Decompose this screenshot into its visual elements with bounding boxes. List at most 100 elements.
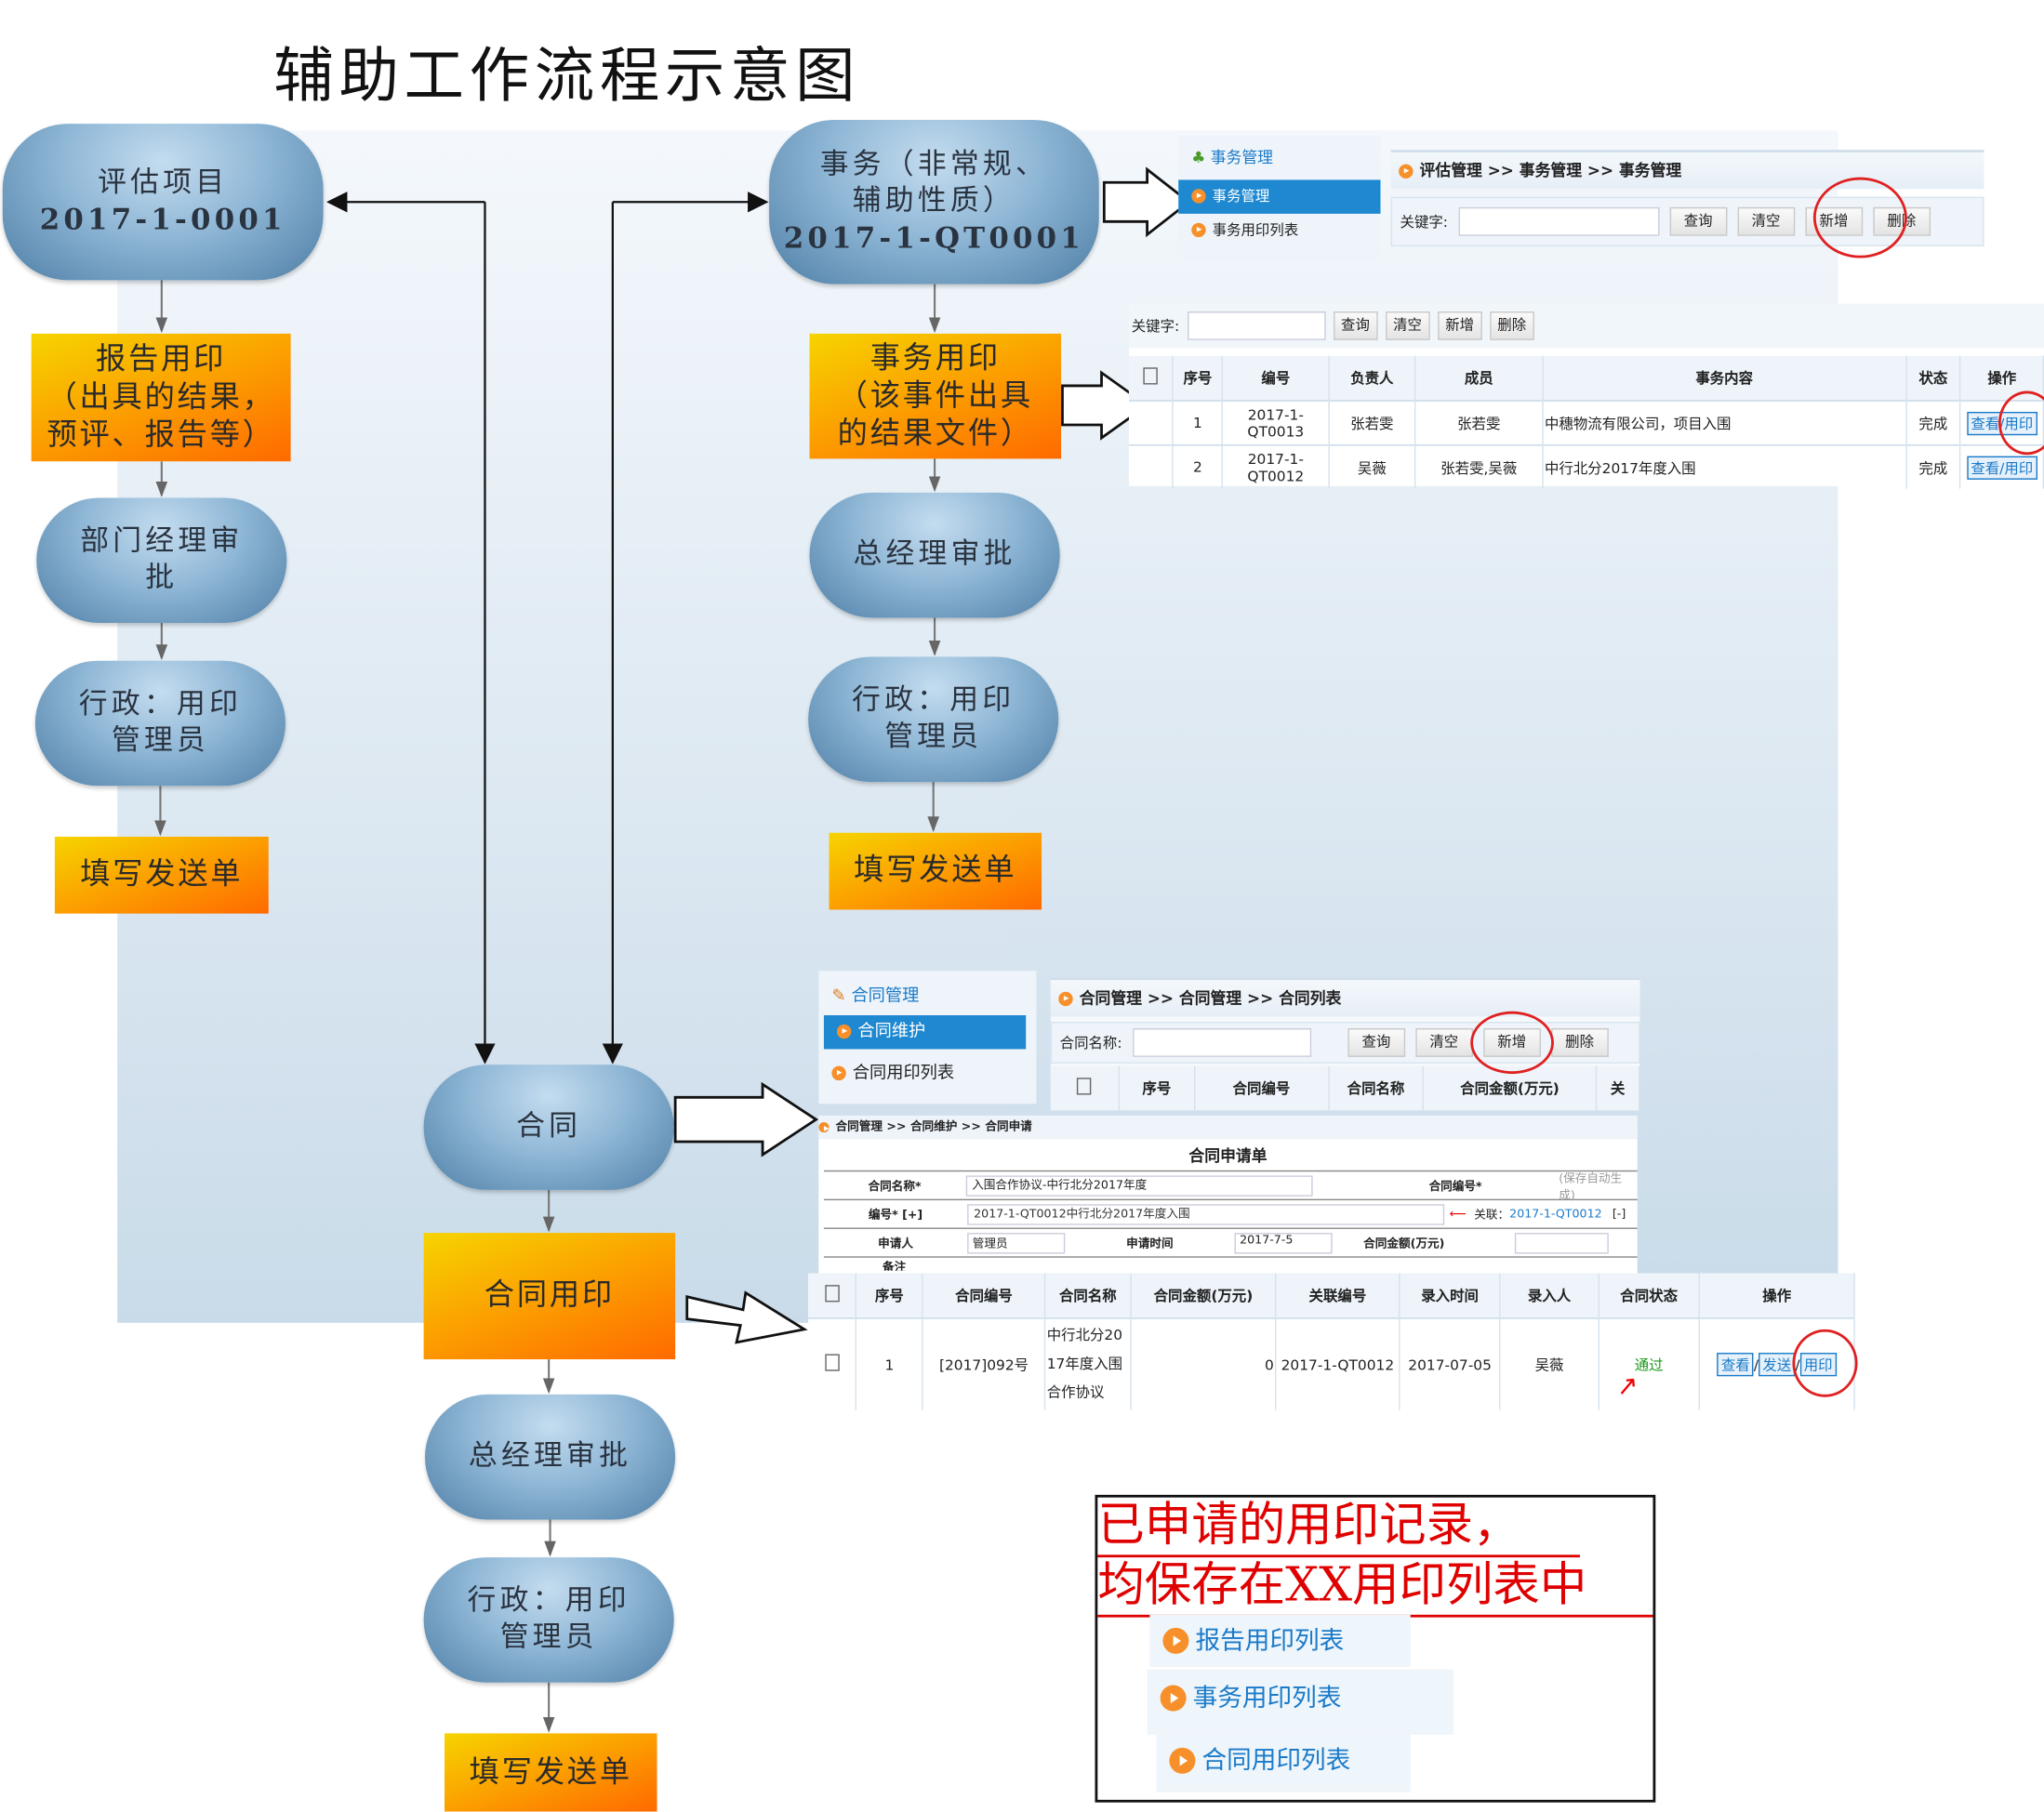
number-field[interactable]: 2017-1-QT0012中行北分2017年度入围 — [967, 1203, 1445, 1224]
table-cell: 2017-1-QT0013 — [1222, 400, 1330, 445]
action-link[interactable]: 查看 — [1717, 1353, 1754, 1377]
table-cell: 2017-1-QT0012 — [1275, 1317, 1400, 1410]
link-value[interactable]: 2017-1-QT0012 — [1509, 1207, 1602, 1221]
amount-field[interactable] — [1514, 1232, 1609, 1253]
delete-button[interactable]: 删除 — [1489, 311, 1534, 340]
play-icon — [831, 1065, 846, 1081]
node-gm-approve: 总经理审批 — [424, 1394, 676, 1520]
applicant-field[interactable]: 管理员 — [967, 1232, 1066, 1253]
select-all-checkbox[interactable] — [1128, 355, 1174, 402]
row-checkbox[interactable] — [824, 1354, 840, 1371]
delete-button[interactable]: 删除 — [1550, 1028, 1609, 1057]
play-icon — [1191, 222, 1206, 238]
node-affair-seal: 事务用印（该事件出具的结果文件） — [809, 333, 1062, 459]
play-icon — [1399, 164, 1414, 179]
node-fill-send-form: 填写发送单 — [829, 832, 1042, 910]
breadcrumb: 评估管理 >> 事务管理 >> 事务管理 — [1390, 150, 1984, 190]
column-header: 合同名称 — [1328, 1065, 1425, 1111]
column-header: 合同编号 — [1194, 1065, 1330, 1111]
sidebar-header: ♣ 事务管理 — [1191, 148, 1274, 167]
play-icon — [836, 1024, 852, 1039]
table-cell: 2 — [1173, 444, 1224, 489]
affair-sidebar: ♣ 事务管理 事务管理 事务用印列表 — [1178, 135, 1381, 261]
table-cell: 张若雯 — [1414, 400, 1544, 445]
legend-item-affair-seal-list[interactable]: 事务用印列表 — [1147, 1669, 1454, 1735]
sidebar-item-contract-maintain[interactable]: 合同维护 — [823, 1015, 1027, 1050]
hollow-arrow-icon — [673, 1081, 819, 1157]
checkbox[interactable] — [824, 1285, 840, 1303]
column-header: 合同名称 — [1044, 1273, 1132, 1318]
table-cell — [1128, 444, 1174, 489]
node-contract-seal: 合同用印 — [423, 1233, 676, 1360]
contract-form-panel: 合同管理 >> 合同维护 >> 合同申请 合同申请单 合同名称* 入围合作协议-… — [818, 1115, 1638, 1275]
sidebar-item-affair-seal-list[interactable]: 事务用印列表 — [1178, 214, 1380, 247]
query-button[interactable]: 查询 — [1347, 1028, 1405, 1057]
table-cell: 中穗物流有限公司，项目入围 — [1542, 400, 1907, 445]
table-header-row: 序号编号负责人成员事务内容状态操作 — [1128, 355, 2044, 402]
select-all-checkbox[interactable] — [1050, 1065, 1120, 1111]
node-admin-seal-manager: 行政：用印管理员 — [808, 656, 1059, 783]
sidebar-item-affair-manage[interactable]: 事务管理 — [1178, 179, 1381, 214]
link-label: 关联： — [1474, 1209, 1510, 1223]
contract-sidebar: ✎ 合同管理 合同维护 合同用印列表 — [818, 971, 1037, 1104]
apply-date-field[interactable]: 2017-7-5 — [1234, 1232, 1333, 1253]
clear-button[interactable]: 清空 — [1385, 311, 1430, 340]
action-links[interactable]: 查看/用印 — [1967, 455, 2037, 480]
legend-item-contract-seal-list[interactable]: 合同用印列表 — [1156, 1734, 1411, 1792]
action-link[interactable]: 发送 — [1759, 1353, 1796, 1377]
highlight-circle — [1998, 390, 2044, 456]
table-cell: 通过 — [1598, 1317, 1701, 1410]
remove-link-button[interactable]: [-] — [1612, 1207, 1626, 1221]
table-cell: 吴薇 — [1500, 1317, 1599, 1410]
sidebar-item-contract-seal-list[interactable]: 合同用印列表 — [818, 1057, 1036, 1091]
table-cell: 0 — [1131, 1317, 1277, 1410]
highlight-circle — [1470, 1011, 1554, 1075]
table-cell: 张若雯 — [1329, 400, 1416, 445]
checkbox[interactable] — [1077, 1078, 1092, 1095]
node-report-seal: 报告用印（出具的结果，预评、报告等） — [31, 333, 291, 462]
keyword-input[interactable] — [1458, 206, 1660, 236]
play-icon — [1191, 189, 1206, 204]
column-header: 合同金额(万元) — [1423, 1065, 1598, 1111]
breadcrumb: 合同管理 >> 合同维护 >> 合同申请 — [818, 1115, 1638, 1140]
contract-code-field: (保存自动生成) — [1559, 1171, 1623, 1203]
column-header: 合同金额(万元) — [1131, 1273, 1277, 1318]
node-fill-send-form: 填写发送单 — [445, 1733, 657, 1812]
column-header: 成员 — [1414, 355, 1544, 402]
contract-list-header: 序号合同编号合同名称合同金额(万元)关 — [1050, 1065, 1640, 1111]
contract-name-field[interactable]: 入围合作协议-中行北分2017年度 — [965, 1174, 1313, 1197]
highlight-circle — [1812, 177, 1907, 258]
column-header: 序号 — [1119, 1065, 1196, 1111]
legend-note-line2: 均保存在XX用印列表中 — [1097, 1557, 1653, 1618]
add-button[interactable]: 新增 — [1437, 311, 1482, 340]
label[interactable]: 编号* [+] — [868, 1209, 923, 1223]
table-cell — [1128, 400, 1174, 445]
table-header-row: 序号合同编号合同名称合同金额(万元)关联编号录入时间录入人合同状态操作 — [808, 1273, 1855, 1318]
table-cell: 2017-07-05 — [1399, 1317, 1501, 1410]
play-icon — [1058, 991, 1073, 1007]
clear-button[interactable]: 清空 — [1414, 1028, 1473, 1057]
legend-item-report-seal-list[interactable]: 报告用印列表 — [1149, 1614, 1411, 1667]
contract-name-input[interactable] — [1132, 1028, 1311, 1057]
node-gm-approve: 总经理审批 — [809, 492, 1060, 618]
keyword-label: 关键字: — [1131, 318, 1180, 336]
table-cell: 2017-1-QT0012 — [1222, 444, 1330, 489]
clear-button[interactable]: 清空 — [1737, 206, 1795, 236]
query-button[interactable]: 查询 — [1333, 311, 1378, 340]
play-icon — [818, 1121, 830, 1133]
table-cell: 中行北分20 17年度入围 合作协议 — [1044, 1317, 1132, 1410]
keyword-input[interactable] — [1187, 311, 1326, 340]
column-header: 合同状态 — [1598, 1273, 1701, 1318]
select-all-checkbox[interactable] — [808, 1273, 857, 1318]
table-cell: 吴薇 — [1329, 444, 1416, 489]
table-cell: 1 — [856, 1317, 924, 1410]
query-button[interactable]: 查询 — [1669, 206, 1727, 236]
checkbox[interactable] — [1143, 367, 1158, 385]
hollow-arrow-icon — [1102, 166, 1191, 238]
